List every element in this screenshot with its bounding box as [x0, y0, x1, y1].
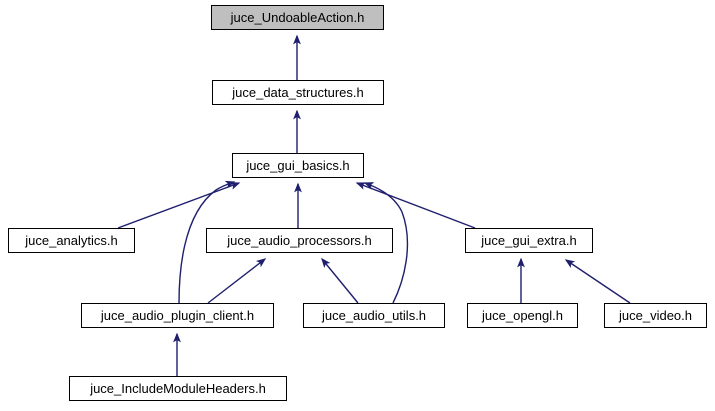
node-label-data_structures: juce_data_structures.h	[232, 85, 364, 100]
node-label-audio_utils: juce_audio_utils.h	[321, 308, 427, 323]
node-label-include_module_headers: juce_IncludeModuleHeaders.h	[90, 381, 266, 396]
node-label-analytics: juce_analytics.h	[25, 233, 118, 248]
edge-analytics-to-gui_basics	[117, 182, 241, 229]
edges-group	[117, 34, 631, 376]
node-opengl[interactable]: juce_opengl.h	[467, 303, 578, 328]
edge-audio_plugin_client-to-audio_processors	[207, 258, 267, 304]
edge-audio_utils-to-gui_basics	[363, 182, 409, 304]
node-label-audio_processors: juce_audio_processors.h	[227, 233, 372, 248]
node-gui_basics[interactable]: juce_gui_basics.h	[232, 153, 364, 178]
edge-video-to-gui_extra	[564, 259, 631, 304]
node-audio_plugin_client[interactable]: juce_audio_plugin_client.h	[81, 303, 274, 328]
node-analytics[interactable]: juce_analytics.h	[8, 228, 135, 253]
edge-audio_plugin_client-to-gui_basics	[178, 180, 236, 304]
node-undoable_action[interactable]: juce_UndoableAction.h	[211, 5, 384, 30]
node-gui_extra[interactable]: juce_gui_extra.h	[465, 228, 593, 253]
node-label-undoable_action: juce_UndoableAction.h	[230, 10, 365, 25]
node-audio_utils[interactable]: juce_audio_utils.h	[303, 303, 445, 328]
node-audio_processors[interactable]: juce_audio_processors.h	[206, 228, 393, 253]
node-include_module_headers[interactable]: juce_IncludeModuleHeaders.h	[69, 376, 287, 401]
node-video[interactable]: juce_video.h	[604, 303, 707, 328]
edge-gui_extra-to-gui_basics	[355, 182, 476, 229]
node-label-opengl: juce_opengl.h	[482, 308, 563, 323]
edge-audio_utils-to-audio_processors	[321, 257, 359, 304]
node-label-video: juce_video.h	[619, 308, 692, 323]
node-label-gui_extra: juce_gui_extra.h	[481, 233, 577, 248]
node-data_structures[interactable]: juce_data_structures.h	[212, 80, 384, 105]
node-label-audio_plugin_client: juce_audio_plugin_client.h	[100, 308, 255, 323]
node-label-gui_basics: juce_gui_basics.h	[246, 158, 350, 173]
